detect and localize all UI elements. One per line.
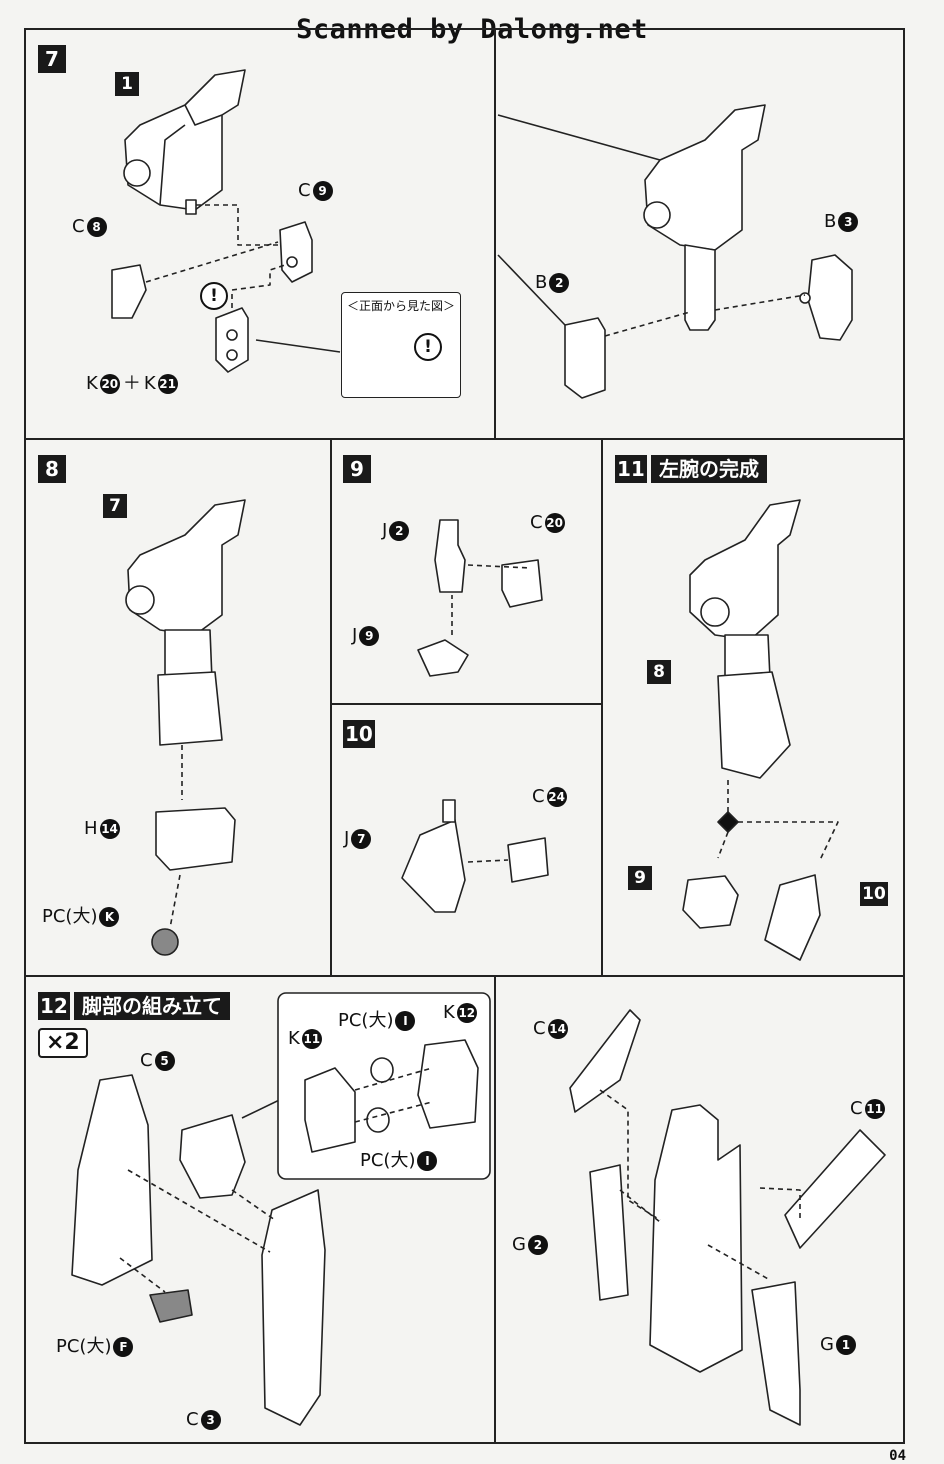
step7-arm-assembled-art [643, 104, 766, 331]
row-divider-1 [24, 438, 905, 440]
front-view-note: ＜正面から見た図＞ ! [341, 292, 461, 398]
part-c8-art [111, 264, 147, 319]
step11-ref-10: 10 [860, 882, 888, 906]
part-pc-k-label: PC(大)K [42, 906, 120, 928]
part-k11-art [304, 1067, 356, 1153]
step12-column-divider [494, 975, 496, 1444]
step10-hand-j7-art [401, 819, 466, 913]
step-11-title: 左腕の完成 [651, 455, 767, 483]
instruction-frame [24, 28, 905, 1444]
part-k11-assembly-art [179, 1114, 246, 1199]
part-c11-art [784, 1129, 886, 1249]
part-c20-art [501, 559, 543, 608]
part-g2-art [589, 1164, 629, 1301]
step11-joint-marker-art [717, 811, 739, 833]
step-12-number: 12 [38, 992, 70, 1020]
part-c9-art [279, 221, 313, 283]
caution-icon: ! [200, 282, 228, 310]
part-h14-art [155, 807, 236, 871]
part-b2-art [564, 317, 606, 399]
part-pc-f-label: PC(大)F [56, 1336, 134, 1358]
step8-column-divider [330, 438, 332, 975]
caution-icon: ! [414, 333, 442, 361]
step-11-number: 11 [615, 455, 647, 483]
step7-arm-upper-art [123, 69, 246, 215]
part-g1-art [751, 1281, 801, 1426]
step9-hand-j2-art [434, 519, 466, 593]
row-divider-2 [24, 975, 905, 977]
part-k12-art [417, 1039, 479, 1129]
part-pc-i-top-label: PC(大)I [338, 1010, 416, 1032]
part-pci1-art [370, 1057, 394, 1083]
step8-ref-7: 7 [103, 494, 127, 518]
front-view-caption: ＜正面から見た図＞ [346, 299, 455, 313]
part-pck-art [151, 928, 179, 956]
part-j9-art [417, 639, 469, 677]
part-pc-i-bottom-label: PC(大)I [360, 1150, 438, 1172]
part-b3-art [807, 254, 853, 341]
part-pcf-art [149, 1289, 193, 1323]
step11-ref-8: 8 [647, 660, 671, 684]
part-c3-art [261, 1189, 326, 1426]
step11-hand-10-art [764, 874, 821, 961]
step7-ref-1: 1 [115, 72, 139, 96]
step-8-number: 8 [38, 455, 66, 483]
step-10-number: 10 [343, 720, 375, 748]
step9-10-divider [331, 703, 602, 705]
step11-hand-9-art [682, 875, 739, 929]
page-number: 04 [889, 1448, 906, 1464]
step7-column-divider [494, 28, 496, 438]
part-c24-art [507, 837, 549, 883]
part-pci2-art [366, 1107, 390, 1133]
part-c5-art [71, 1074, 153, 1286]
step12-leg-assembled-art [649, 1104, 743, 1373]
step11-arm-complete-art [689, 499, 801, 779]
step11-column-divider [601, 438, 603, 975]
part-c14-art [569, 1009, 641, 1113]
step-9-number: 9 [343, 455, 371, 483]
step11-ref-9: 9 [628, 866, 652, 890]
step-7-number: 7 [38, 45, 66, 73]
quantity-multiplier: ×2 [38, 1028, 88, 1058]
step-12-title: 脚部の組み立て [74, 992, 230, 1020]
step8-arm-art [125, 499, 246, 746]
